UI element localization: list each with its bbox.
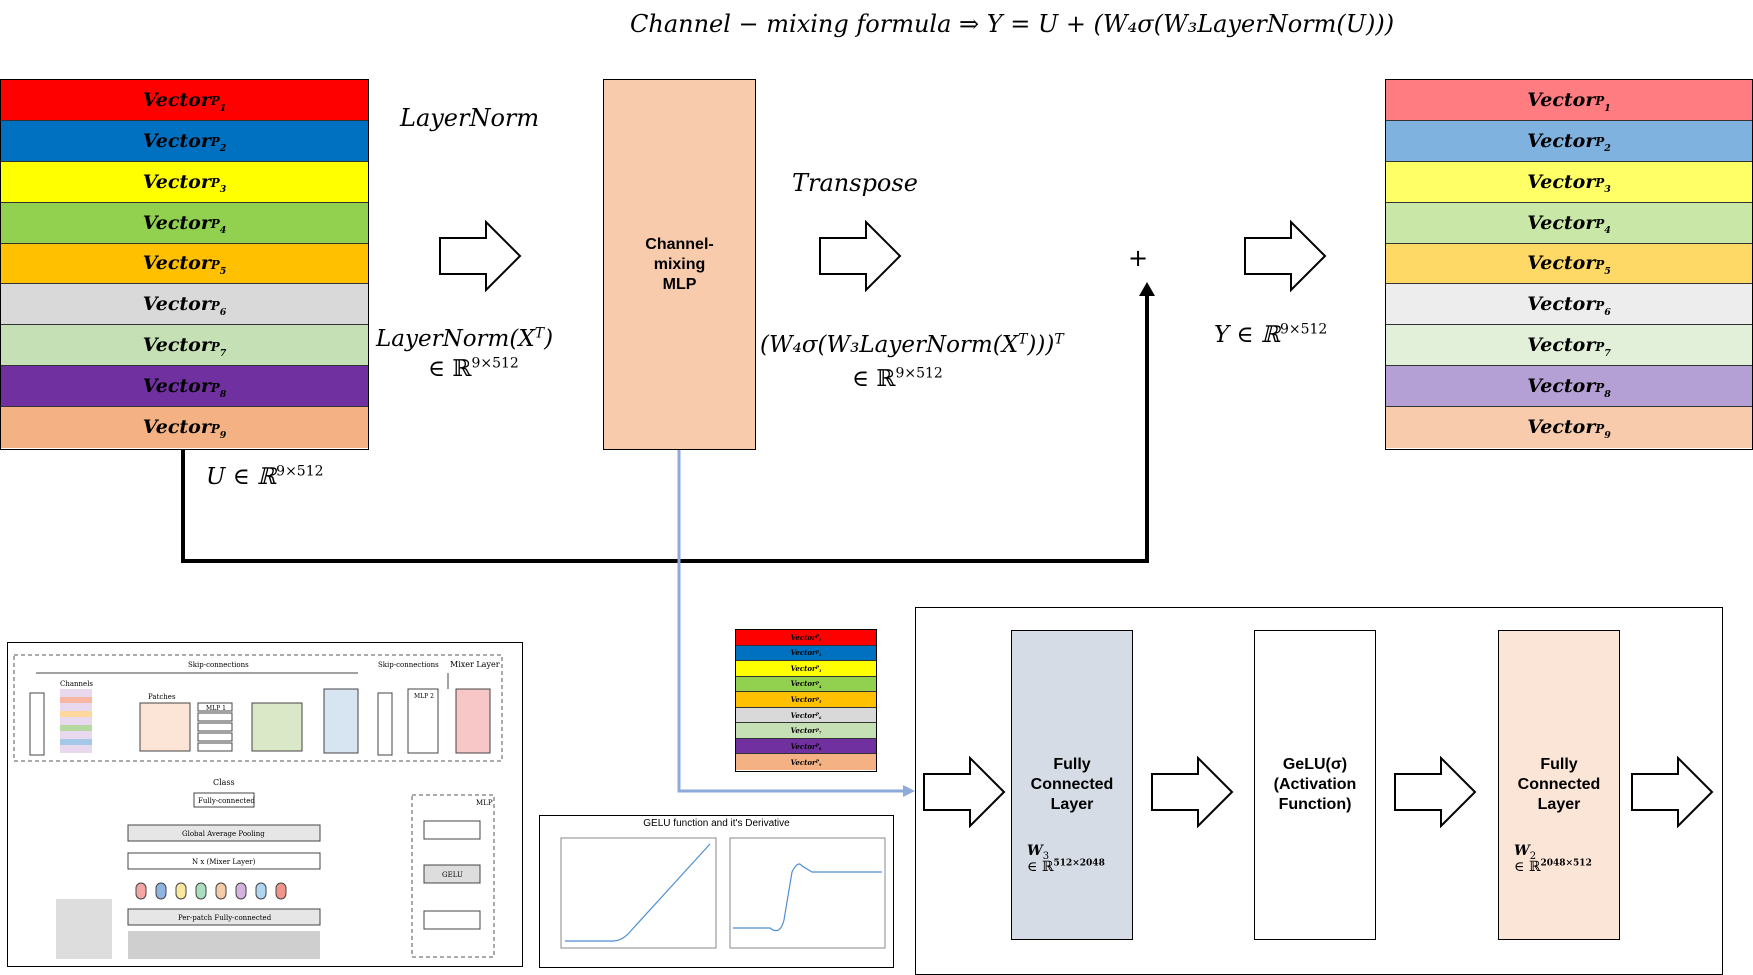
mixer-architecture-thumbnail: Skip-connections Skip-connections Mixer … [7,642,523,967]
svg-text:MLP: MLP [476,799,493,807]
fully-connected-layer-w3: Fully Connected Layer W3 ∈ ℝ512×2048 [1011,630,1133,940]
svg-text:Channels: Channels [60,680,93,688]
layernorm-label: LayerNorm [400,104,540,132]
svg-text:Skip-connections: Skip-connections [188,661,249,669]
fully-connected-layer-w2: Fully Connected Layer W2 ∈ ℝ2048×512 [1498,630,1620,940]
mlp-output-expression: (W₄σ(W₃LayerNorm(XT)))T [760,331,1064,358]
mlp-box-line1: Channel- [645,235,714,253]
svg-text:Patches: Patches [148,693,176,701]
layernorm-expression: LayerNorm(XT) [376,325,554,352]
right-arrow-icon [1631,756,1714,828]
mlp-box-line3: MLP [662,275,697,293]
mlp-output-dims: ∈ ℝ9×512 [852,365,943,392]
svg-text:MLP 2: MLP 2 [414,693,434,700]
svg-text:Skip-connections: Skip-connections [378,661,439,669]
plus-sign: + [1128,244,1149,272]
gelu-plot-title: GELU function and it's Derivative [643,818,790,829]
right-arrow-icon [1394,756,1477,828]
u-input-label: U ∈ ℝ9×512 [206,463,324,490]
svg-text:Mixer Layer: Mixer Layer [450,660,500,669]
right-arrow-icon [819,220,902,292]
right-arrow-icon [1244,220,1327,292]
right-arrow-icon [923,756,1006,828]
svg-text:Global Average Pooling: Global Average Pooling [182,830,265,838]
svg-text:N x (Mixer Layer): N x (Mixer Layer) [192,858,256,866]
right-arrow-icon [1151,756,1234,828]
gelu-activation-box: GeLU(σ) (Activation Function) [1254,630,1376,940]
svg-text:GELU: GELU [442,871,463,879]
channel-mixing-mlp-box: Channel- mixing MLP [603,79,756,450]
svg-text:Fully-connected: Fully-connected [198,797,255,805]
mlp-box-line2: mixing [653,255,706,273]
transpose-label: Transpose [792,169,918,197]
svg-text:Per-patch Fully-connected: Per-patch Fully-connected [178,914,272,922]
y-output-label: Y ∈ ℝ9×512 [1214,321,1328,348]
right-arrow-icon [439,220,522,292]
gelu-plot-thumbnail: GELU function and it's Derivative [539,815,894,968]
layernorm-dims: ∈ ℝ9×512 [428,355,519,382]
svg-text:Class: Class [213,778,235,787]
channel-mixing-formula: Channel − mixing formula ⇒ Y = U + (W₄σ(… [630,10,1395,38]
svg-text:MLP 1: MLP 1 [206,705,226,712]
